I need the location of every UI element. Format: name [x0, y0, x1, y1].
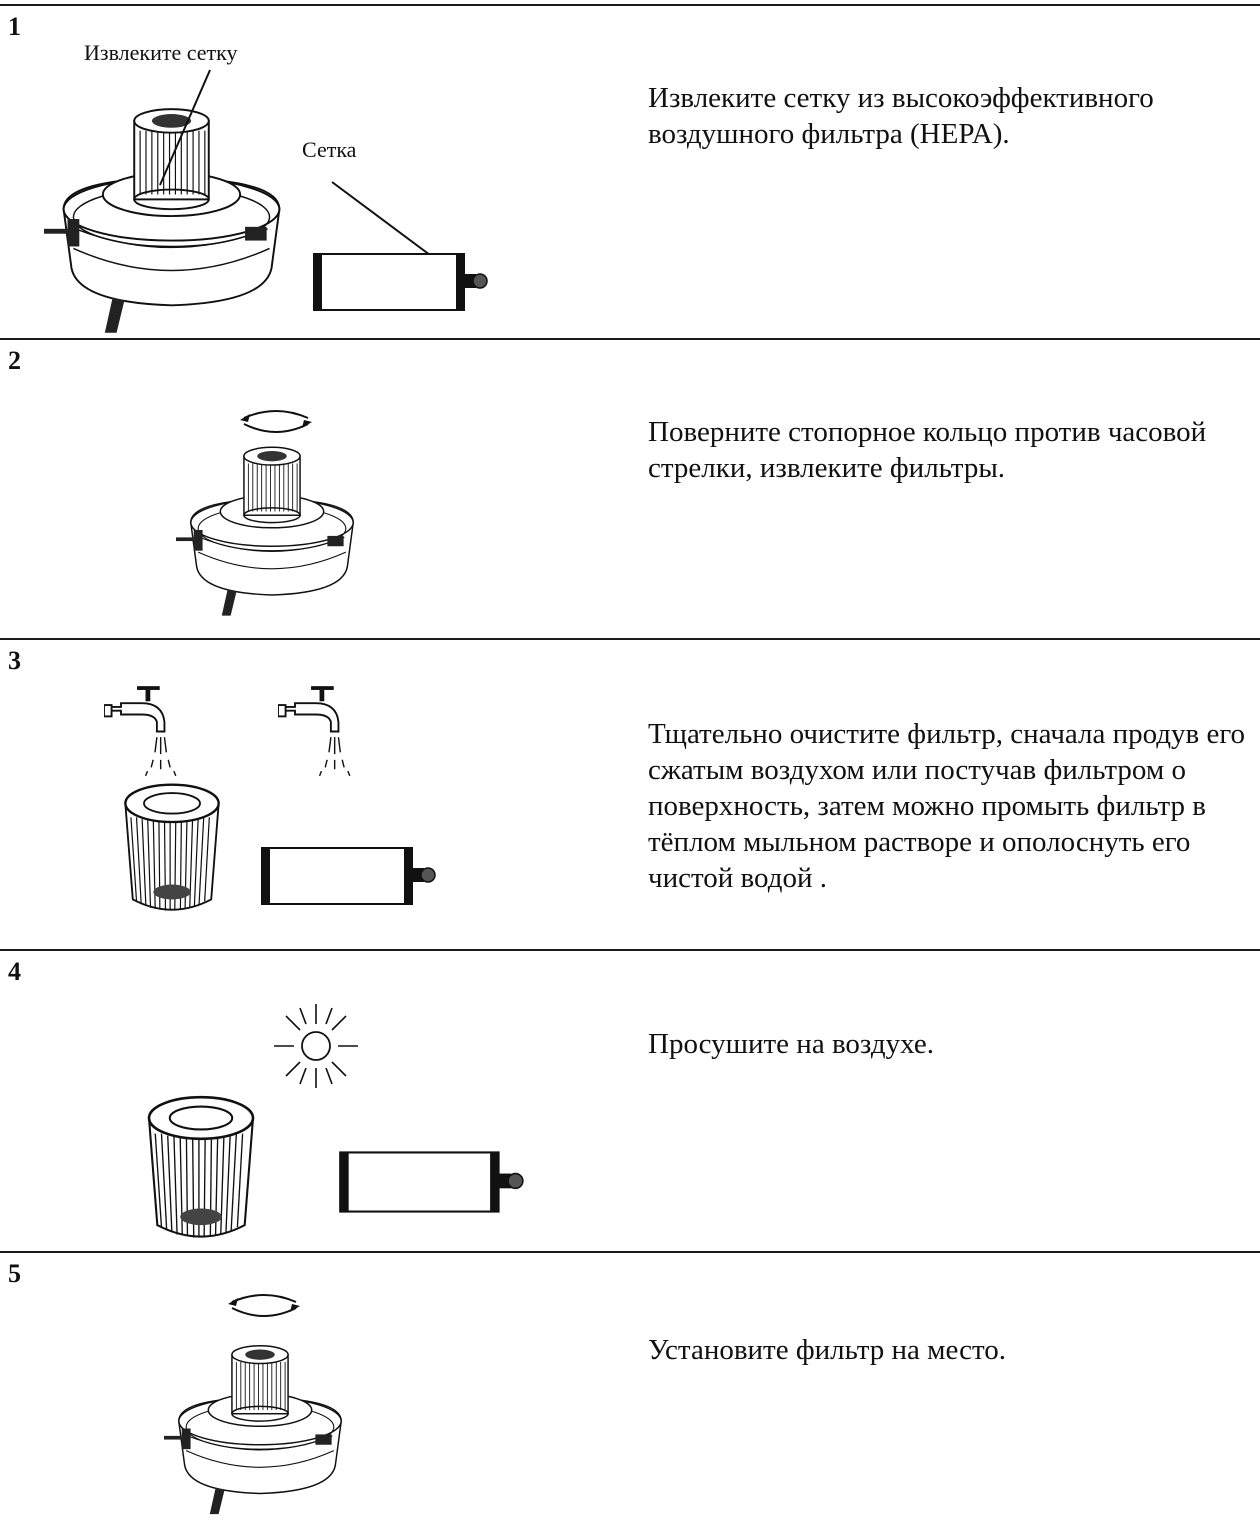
vacuum-filter-unit-icon [164, 1326, 356, 1531]
section-divider [0, 4, 1260, 6]
step-number: 3 [8, 646, 21, 675]
step-number: 2 [8, 346, 21, 375]
cylindrical-filter-icon [116, 780, 228, 920]
mesh-cartridge-icon [336, 1150, 526, 1214]
leader-line [159, 69, 431, 256]
vacuum-filter-unit-icon [176, 430, 368, 630]
cylindrical-filter-icon [132, 1092, 270, 1248]
water-tap-icon [104, 684, 189, 779]
mesh-cartridge-icon [258, 846, 438, 906]
rotate-arrow-icon [224, 1290, 304, 1320]
step-number: 1 [8, 12, 21, 41]
section-divider [0, 338, 1260, 340]
mesh-cartridge-icon [310, 252, 490, 312]
water-tap-icon [278, 684, 363, 779]
step-description: Просушите на воздухе. [648, 1028, 935, 1060]
step-description: Установите фильтр на место. [648, 1334, 1007, 1366]
mesh-label: Сетка [302, 137, 357, 162]
remove-mesh-label: Извлеките сетку [84, 40, 238, 65]
step-description: Извлеките сетку из высокоэффективного во… [648, 82, 1154, 150]
section-divider [0, 638, 1260, 640]
step-description: Тщательно очистите фильтр, сначала проду… [648, 718, 1246, 894]
sun-icon [274, 1004, 358, 1088]
section-divider [0, 949, 1260, 951]
step-number: 5 [8, 1259, 21, 1288]
step-description: Поверните стопорное кольцо против часово… [648, 416, 1207, 484]
section-divider [0, 1251, 1260, 1253]
step-number: 4 [8, 957, 21, 986]
